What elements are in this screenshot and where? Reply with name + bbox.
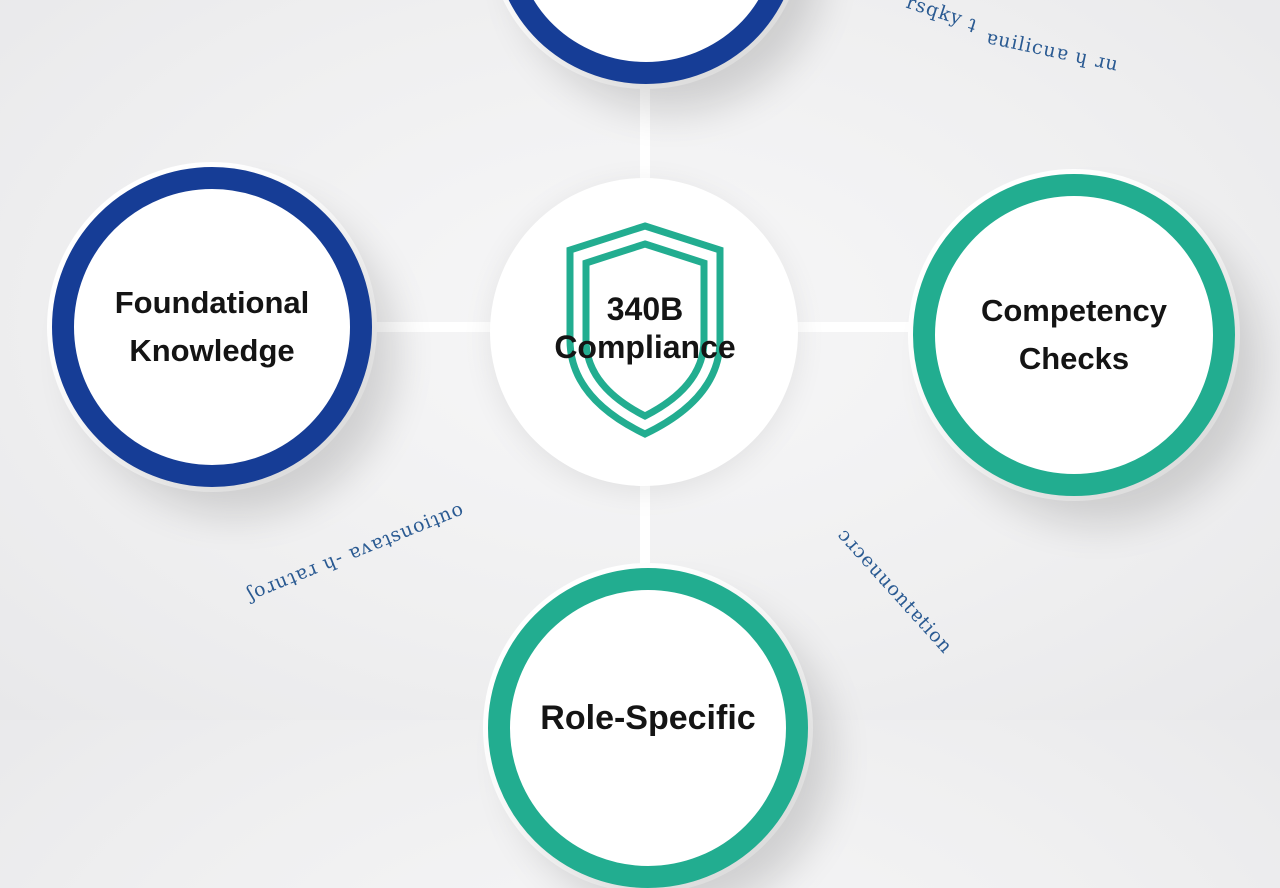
node-left-label-line2: Knowledge <box>129 333 295 368</box>
annotation-top-a: rsqky ʇ <box>903 0 981 35</box>
node-bottom-label: Role-Specific <box>540 699 756 737</box>
node-right-label-line2: Checks <box>1018 341 1130 376</box>
annotation-top-b: ɐuilicuɐ ɥ ɹu <box>984 26 1121 76</box>
node-top <box>494 0 798 84</box>
connector-top <box>640 80 650 190</box>
node-competency-checks: Competency Checks <box>913 174 1235 496</box>
connector-bottom <box>640 478 650 578</box>
annotation-right: ɔɹɔeuuontɐtion <box>833 523 958 659</box>
annotation-left: ʃoɹuʇɐɹ ɥ- ɐʌɐʇsuoiʇno <box>244 497 468 605</box>
connector-right <box>795 322 915 332</box>
node-left-label-line1: Foundational <box>114 284 310 320</box>
center-label-line1: 340B <box>606 291 684 327</box>
shield-icon <box>566 222 724 438</box>
node-role-specific: Role-Specific <box>488 568 808 888</box>
node-foundational-knowledge: Foundational Knowledge <box>52 167 372 487</box>
connector-left <box>372 322 492 332</box>
center-label-line2: Compliance <box>554 329 736 366</box>
node-right-label-line1: Competency <box>980 292 1168 328</box>
center-label: 340B Compliance <box>520 290 770 367</box>
